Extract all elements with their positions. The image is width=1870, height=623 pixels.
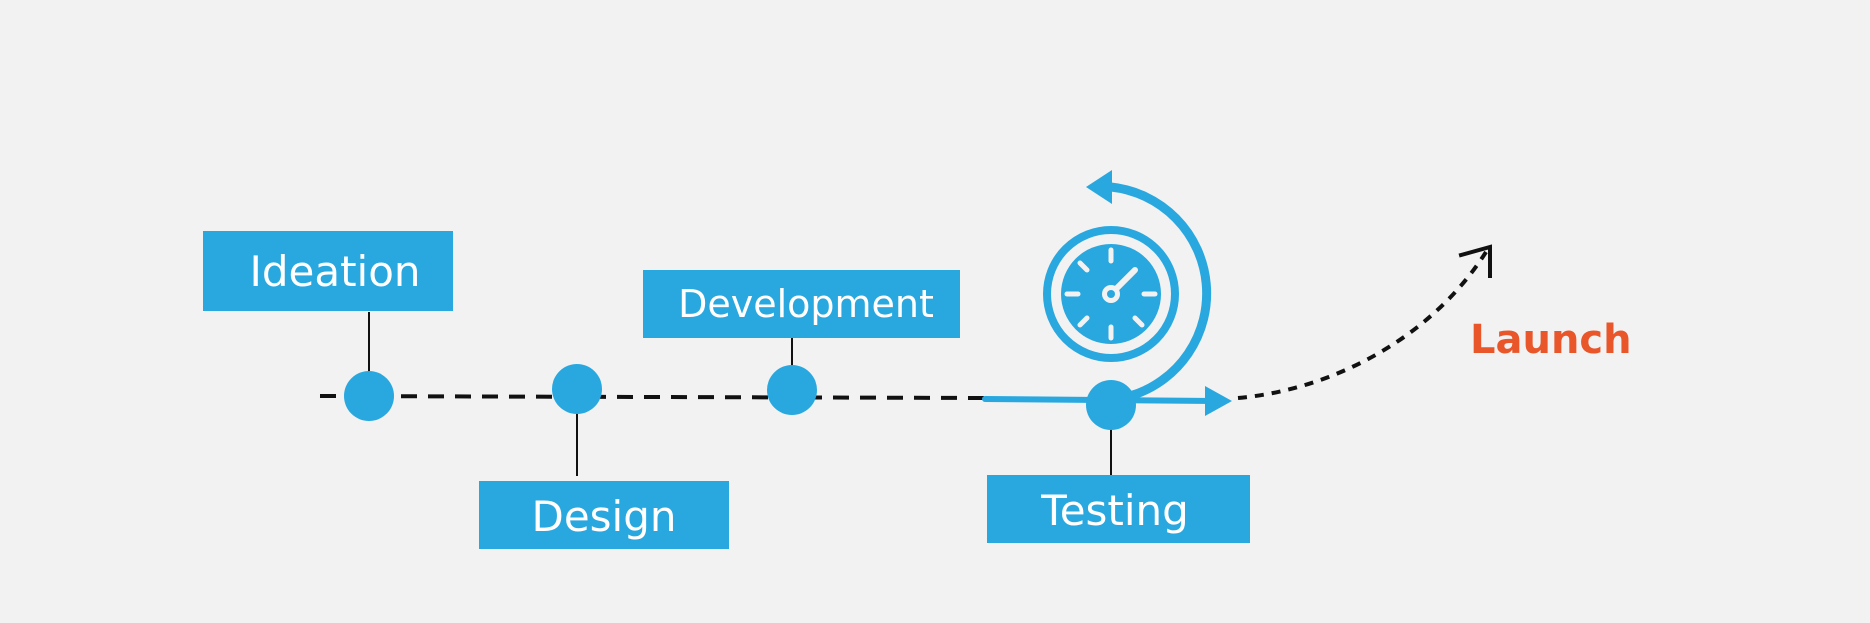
stage-label-development-text: Development <box>678 282 934 326</box>
launch-dashed-curve <box>1237 250 1488 400</box>
timeline-dashed-line <box>319 394 986 400</box>
milestone-dot-testing <box>1086 380 1136 430</box>
stage-label-ideation-text: Ideation <box>249 247 420 296</box>
stage-label-ideation: Ideation <box>203 231 453 311</box>
stage-label-design-text: Design <box>531 492 676 541</box>
milestone-dot-ideation <box>344 371 394 421</box>
milestone-dot-design <box>552 364 602 414</box>
stage-label-testing: Testing <box>987 475 1250 543</box>
timeline-arrowhead <box>1205 386 1232 416</box>
stage-label-testing-text: Testing <box>1040 486 1189 535</box>
arrow-up-right-icon <box>1458 244 1492 278</box>
stage-label-design: Design <box>479 481 729 549</box>
launch-label: Launch <box>1470 317 1632 363</box>
stage-label-development: Development <box>643 270 960 338</box>
milestone-dot-development <box>767 365 817 415</box>
stopwatch-cycle-icon <box>1043 170 1212 401</box>
